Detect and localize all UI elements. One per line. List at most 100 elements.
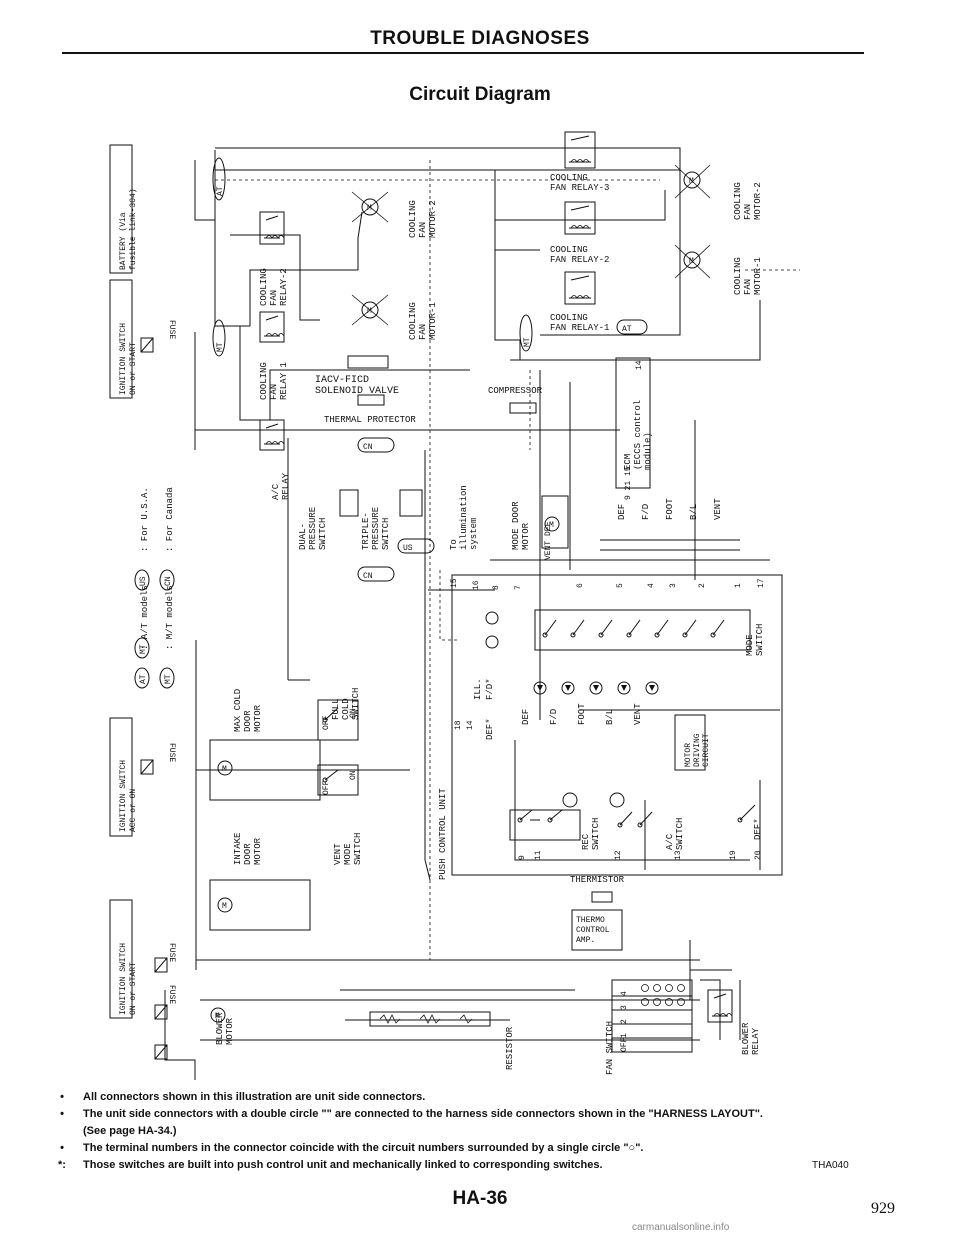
def-star-label: DEF* xyxy=(753,818,763,840)
illumination-lamp xyxy=(485,611,499,625)
cooling-fan-relay-label: FAN xyxy=(269,290,279,306)
ignition-switch-on-start2-box xyxy=(109,899,133,1019)
wire xyxy=(140,337,154,353)
connector-pin: 4 xyxy=(647,583,656,588)
iacv-label: SOLENOID VALVE xyxy=(315,386,399,397)
illumination-label: To xyxy=(449,539,459,550)
compressor-label: COMPRESSOR xyxy=(488,386,543,396)
full-cold-switch-label: SWITCH xyxy=(351,688,361,720)
note-bullet: • xyxy=(60,1091,64,1103)
cooling-fan-relay-label: COOLING xyxy=(550,313,588,323)
thermal-protector-label: THERMAL PROTECTOR xyxy=(324,415,416,425)
def-star-label: DEF* xyxy=(485,718,495,740)
max-cold-door-motor-label: DOOR xyxy=(243,710,253,732)
motor-letter: M xyxy=(689,257,694,266)
mode-switch-label: MODE xyxy=(745,634,755,656)
cooling-fan-relay-2-left xyxy=(259,211,285,245)
fan-blades xyxy=(351,294,389,326)
wire xyxy=(549,809,563,821)
mode-indicator-led xyxy=(645,681,659,695)
note-bullet: *: xyxy=(58,1159,66,1171)
header-rule xyxy=(62,52,864,54)
resistor-block xyxy=(369,1011,491,1027)
connector-pin: 8 xyxy=(492,585,501,590)
mode-led-label: B/L xyxy=(605,709,615,725)
cn-tag xyxy=(357,566,395,582)
connector-pin: 5 xyxy=(616,583,625,588)
wire xyxy=(424,450,431,881)
wire xyxy=(570,275,590,281)
mt-tag xyxy=(134,637,150,659)
at-tag-label: AT xyxy=(622,325,632,334)
fan-blades xyxy=(351,191,389,223)
cooling-fan-relay-label: RELAY-2 xyxy=(279,268,289,306)
motor-letter: M xyxy=(367,204,372,213)
vent-mode-switch-label: MODE xyxy=(343,843,353,865)
push-control-unit-label: PUSH CONTROL UNIT xyxy=(438,788,448,880)
relay-coil xyxy=(570,225,590,229)
blower-motor xyxy=(210,1007,226,1023)
note-text: Those switches are built into push contr… xyxy=(83,1159,603,1171)
thermo-control-amp-label: THERMO xyxy=(576,916,605,925)
resistor-coil xyxy=(379,1014,473,1024)
at-tag xyxy=(212,157,226,201)
full-cold-switch-label: COLD xyxy=(341,698,351,720)
notes-section: •All connectors shown in this illustrati… xyxy=(55,1089,895,1174)
cooling-fan-relay-label: FAN RELAY-2 xyxy=(550,255,609,265)
diode-symbol xyxy=(593,685,599,691)
wire xyxy=(357,211,363,270)
mode-indicator-led xyxy=(617,681,631,695)
wire xyxy=(544,619,557,636)
ignition-switch-label: ACC or ON xyxy=(129,789,138,832)
max-cold-door-motor-box xyxy=(209,739,321,801)
illumination-label: illumination xyxy=(459,485,469,550)
motor-driving-circuit xyxy=(674,714,706,771)
note-item: (See page HA-34.) xyxy=(55,1123,895,1140)
thermo-control-amp-label: AMP. xyxy=(576,936,595,945)
cooling-fan-motor-1-left xyxy=(361,301,379,319)
cooling-fan-motor-label: MOTOR-1 xyxy=(753,257,763,295)
wire xyxy=(154,957,168,973)
battery-label: BATTERY (Via xyxy=(119,212,128,270)
mode-output-label: VENT xyxy=(713,498,723,520)
relay-coil xyxy=(265,235,285,239)
wire xyxy=(712,619,725,636)
cooling-fan-motor-1-right xyxy=(683,251,701,269)
fan-switch-position: 3 xyxy=(620,1005,629,1010)
wire xyxy=(510,300,761,361)
ignition-switch-label: IGNITION SWITCH xyxy=(119,323,128,395)
intake-door-motor-label: MOTOR xyxy=(253,837,263,865)
intake-door-motor xyxy=(217,897,233,913)
connector-pin: 15 xyxy=(450,578,459,588)
connector-pin: 6 xyxy=(576,583,585,588)
triple-pressure-switch-label: SWITCH xyxy=(381,518,391,550)
rec-switch-box xyxy=(509,809,581,841)
at-tag xyxy=(134,667,150,689)
fan-switch-position: 1 xyxy=(620,1033,629,1038)
note-text: The terminal numbers in the connector co… xyxy=(83,1142,644,1154)
mode-output-label: F/D xyxy=(641,504,651,520)
wire xyxy=(230,234,320,321)
intake-door-motor-label: INTAKE xyxy=(233,833,243,865)
ignition-switch-label: ON or START xyxy=(129,962,138,1015)
cooling-fan-motor-label: MOTOR-2 xyxy=(428,200,438,238)
fan-blades xyxy=(674,244,711,279)
wire xyxy=(570,205,590,211)
legend-cn-text: : For Canada xyxy=(165,487,175,552)
motor-driving-circuit-label: DRIVING xyxy=(693,733,702,767)
ac-relay-label: A/C xyxy=(271,483,281,500)
motor-letter: M xyxy=(222,902,227,911)
wire xyxy=(572,619,585,636)
wire xyxy=(600,619,613,636)
motor-letter: M xyxy=(549,521,554,530)
mt-tag xyxy=(519,314,533,352)
cooling-fan-relay-1-left xyxy=(259,311,285,343)
cn-tag-label: CN xyxy=(363,443,373,452)
wire xyxy=(265,315,279,321)
page-subtitle: Circuit Diagram xyxy=(409,84,551,105)
cooling-fan-motor-label: COOLING xyxy=(408,200,418,238)
wire xyxy=(249,269,358,326)
page-id: HA-36 xyxy=(452,1188,508,1209)
cooling-fan-relay-label: FAN RELAY-3 xyxy=(550,183,609,193)
